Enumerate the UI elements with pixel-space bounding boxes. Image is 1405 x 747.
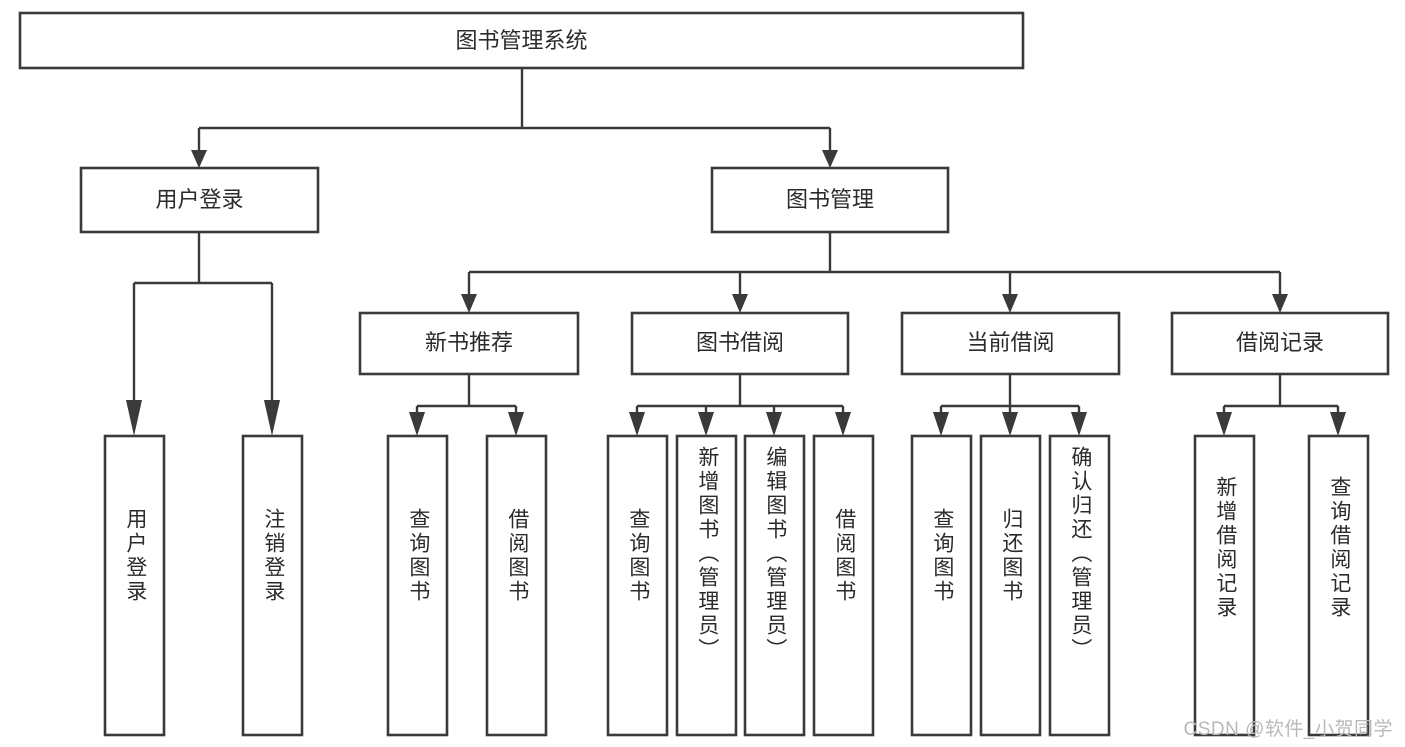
node-borrow-record-label: 借阅记录 — [1236, 330, 1324, 355]
arrow-head-user-login — [191, 150, 207, 168]
node-current-borrow[interactable] — [900, 311, 1121, 376]
node-new-book-recommend[interactable] — [358, 311, 580, 376]
leaf-box-borrowrecord-1[interactable] — [1193, 434, 1256, 737]
leaf-box-currentborrow-3[interactable] — [1048, 434, 1111, 737]
csdn-watermark: CSDN @软件_小贺同学 — [1183, 719, 1393, 740]
leaf-box-currentborrow-2[interactable] — [979, 434, 1042, 737]
arrow-head-borrowrecord-leaf-2 — [1330, 412, 1346, 436]
leaf-box-user-login-2[interactable] — [241, 434, 304, 737]
leaf-box-newbook-1[interactable] — [386, 434, 449, 737]
leaf-box-currentborrow-1[interactable] — [910, 434, 973, 737]
node-book-manage-label: 图书管理 — [786, 187, 874, 212]
leaf-box-bookborrow-4[interactable] — [812, 434, 875, 737]
arrow-head-current-borrow — [1002, 294, 1018, 313]
arrow-head-new-book — [461, 294, 477, 313]
node-user-login-label: 用户登录 — [155, 187, 243, 212]
leaf-box-newbook-2[interactable] — [485, 434, 548, 737]
arrow-head-borrow-record — [1272, 294, 1288, 313]
node-layer: 图书管理系统 用户登录 图书管理 新书推荐 图书借阅 当前借阅 借阅记录 — [18, 11, 1390, 737]
node-book-borrow-label: 图书借阅 — [696, 330, 784, 355]
arrow-head-leaf-user-login — [126, 400, 142, 436]
arrow-head-newbook-leaf-2 — [508, 412, 524, 436]
arrow-head-currentborrow-leaf-2 — [1002, 412, 1018, 436]
arrow-head-book-borrow — [732, 294, 748, 313]
arrow-head-bookborrow-leaf-1 — [629, 412, 645, 436]
arrow-head-borrowrecord-leaf-1 — [1216, 412, 1232, 436]
arrow-head-bookborrow-leaf-2 — [698, 412, 714, 436]
connector-layer — [126, 68, 1346, 436]
node-book-borrow[interactable] — [630, 311, 850, 376]
arrow-head-leaf-logout — [264, 400, 280, 436]
node-current-borrow-label: 当前借阅 — [966, 330, 1054, 355]
node-new-book-recommend-label: 新书推荐 — [425, 330, 513, 355]
node-root-label: 图书管理系统 — [455, 28, 587, 53]
leaf-box-bookborrow-1[interactable] — [606, 434, 669, 737]
leaf-box-bookborrow-2[interactable] — [675, 434, 738, 737]
arrow-head-currentborrow-leaf-3 — [1071, 412, 1087, 436]
leaf-box-bookborrow-3[interactable] — [743, 434, 806, 737]
node-root[interactable] — [18, 11, 1025, 70]
arrow-head-newbook-leaf-1 — [409, 412, 425, 436]
arrow-head-bookborrow-leaf-4 — [835, 412, 851, 436]
node-borrow-record[interactable] — [1170, 311, 1390, 376]
arrow-head-bookborrow-leaf-3 — [766, 412, 782, 436]
arrow-head-currentborrow-leaf-1 — [933, 412, 949, 436]
leaf-box-user-login-1[interactable] — [103, 434, 166, 737]
arrow-head-book-manage — [822, 150, 838, 168]
node-book-manage[interactable] — [710, 166, 950, 234]
node-user-login[interactable] — [79, 166, 320, 234]
leaf-box-borrowrecord-2[interactable] — [1307, 434, 1370, 737]
